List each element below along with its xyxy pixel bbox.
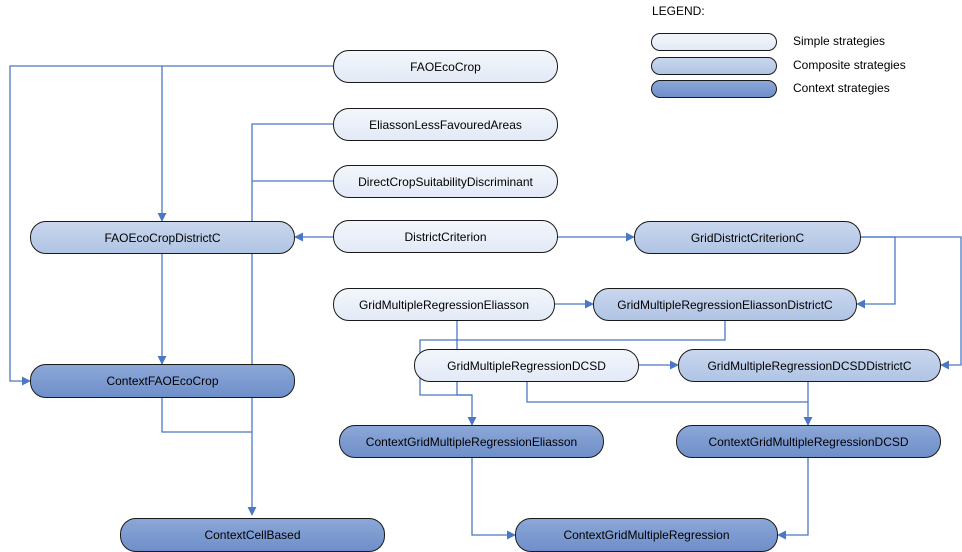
node-grid-multiple-regression-dcsd-district-c[interactable]: GridMultipleRegressionDCSDDistrictC: [678, 349, 941, 382]
node-grid-district-criterion-c[interactable]: GridDistrictCriterionC: [634, 221, 861, 254]
edge-griddistrict-to-eliassondistrict: [856, 236, 896, 309]
node-context-fao-eco-crop[interactable]: ContextFAOEcoCrop: [30, 364, 295, 398]
node-grid-multiple-regression-eliasson-district-c[interactable]: GridMultipleRegressionEliassonDistrictC: [593, 288, 857, 321]
node-fao-eco-crop-district-c[interactable]: FAOEcoCropDistrictC: [30, 221, 295, 254]
legend-composite-swatch: [651, 57, 777, 75]
node-eliasson-less-favoured-areas[interactable]: EliassonLessFavouredAreas: [333, 108, 558, 141]
node-direct-crop-suitability-discriminant[interactable]: DirectCropSuitabilityDiscriminant: [333, 165, 558, 198]
legend-context-swatch: [651, 80, 777, 98]
edge-griddistrict-to-dcsddistrict: [861, 236, 962, 370]
node-grid-multiple-regression-eliasson[interactable]: GridMultipleRegressionEliasson: [333, 288, 555, 321]
legend-context-label: Context strategies: [793, 81, 890, 95]
edge-faoecocrop-bus: [9, 65, 333, 386]
edge-eliasson-to-cellbased: [247, 123, 333, 516]
legend-simple-label: Simple strategies: [793, 34, 886, 48]
legend-title: LEGEND:: [652, 4, 705, 18]
edge-gmrdcsd-to-contextgmrdcsd: [526, 382, 813, 426]
node-context-grid-multiple-regression-dcsd[interactable]: ContextGridMultipleRegressionDCSD: [676, 425, 941, 458]
edge-contextgmrdcsd-to-contextgmr: [777, 458, 809, 540]
node-context-cell-based[interactable]: ContextCellBased: [120, 518, 385, 552]
node-fao-eco-crop[interactable]: FAOEcoCrop: [333, 50, 558, 83]
legend-composite-label: Composite strategies: [793, 58, 906, 72]
edge-contextgmre-to-contextgmr: [471, 458, 516, 540]
node-context-grid-multiple-regression[interactable]: ContextGridMultipleRegression: [515, 518, 778, 552]
edge-contextfao-to-trunk: [161, 398, 252, 433]
node-grid-multiple-regression-dcsd[interactable]: GridMultipleRegressionDCSD: [414, 349, 639, 382]
legend-simple-swatch: [651, 33, 777, 51]
node-context-grid-multiple-regression-eliasson[interactable]: ContextGridMultipleRegressionEliasson: [339, 425, 604, 458]
node-district-criterion[interactable]: DistrictCriterion: [333, 220, 558, 253]
edge-gmredistrict-to-contextgmre: [419, 320, 726, 396]
